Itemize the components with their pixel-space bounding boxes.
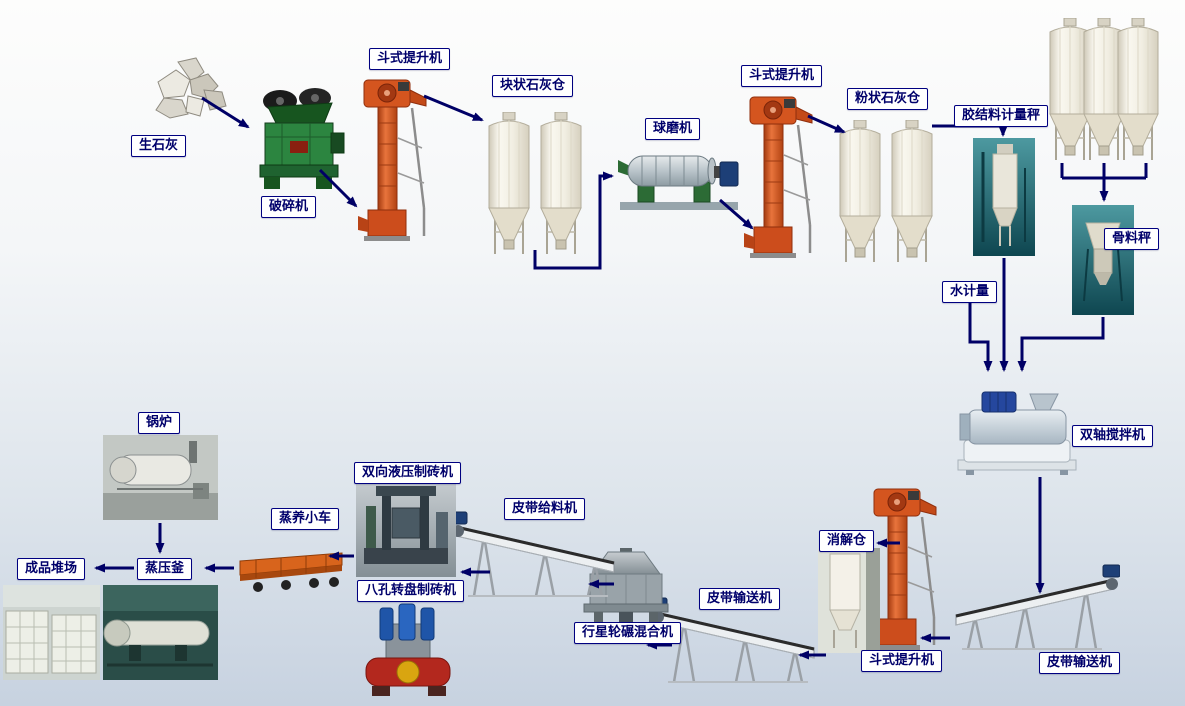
- flow-arrow: [968, 303, 993, 372]
- label-steam-cart: 蒸养小车: [271, 508, 340, 530]
- label-belt-conveyor-right: 皮带输送机: [1039, 652, 1121, 674]
- silo-icon: [1048, 18, 1160, 168]
- metering-scale-photo: [1072, 205, 1134, 315]
- autoclave-photo: [103, 585, 218, 680]
- silo-icon: [838, 120, 934, 270]
- belt-conveyor-icon: [950, 563, 1120, 653]
- label-powder-lime-silo: 粉状石灰仓: [847, 88, 929, 110]
- bucket-elevator-icon: [358, 78, 430, 243]
- jaw-crusher-icon: [252, 85, 347, 193]
- label-belt-conveyor-mid: 皮带输送机: [699, 588, 781, 610]
- label-product-yard: 成品堆场: [17, 558, 86, 580]
- brick-machine-photo: [356, 482, 456, 577]
- label-belt-feeder: 皮带给料机: [504, 498, 586, 520]
- label-rotary-brick-machine: 八孔转盘制砖机: [357, 580, 465, 602]
- label-bucket-elevator-1: 斗式提升机: [369, 48, 451, 70]
- label-twin-shaft-mixer: 双轴搅拌机: [1072, 425, 1154, 447]
- label-crusher: 破碎机: [261, 196, 317, 218]
- label-planetary-mixer: 行星轮碾混合机: [574, 622, 682, 644]
- label-bucket-elevator-2: 斗式提升机: [741, 65, 823, 87]
- digestion-silo-photo: [818, 548, 880, 653]
- bucket-elevator-icon: [744, 95, 816, 260]
- belt-conveyor-icon: [450, 510, 620, 600]
- steam-cart-icon: [236, 545, 346, 600]
- label-quicklime: 生石灰: [131, 135, 187, 157]
- ball-mill-icon: [618, 140, 740, 212]
- product-yard-photo: [3, 585, 100, 680]
- boiler-photo: [103, 435, 218, 520]
- label-bucket-elevator-3: 斗式提升机: [861, 650, 943, 672]
- twin-shaft-mixer-icon: [952, 380, 1082, 475]
- rotary-brick-machine-icon: [352, 602, 462, 702]
- label-aggregate-scale: 骨料秤: [1104, 228, 1160, 250]
- label-boiler: 锅炉: [138, 412, 181, 434]
- label-lump-lime-silo: 块状石灰仓: [492, 75, 574, 97]
- metering-scale-photo: [973, 138, 1035, 256]
- flow-arrow: [932, 124, 1008, 137]
- flow-arrow: [1017, 317, 1105, 372]
- label-digestion-silo: 消解仓: [819, 530, 875, 552]
- label-autoclave: 蒸压釜: [137, 558, 193, 580]
- label-water-meter: 水计量: [942, 281, 998, 303]
- silo-icon: [487, 112, 583, 262]
- label-binder-scale: 胶结料计量秤: [954, 105, 1049, 127]
- flow-arrow: [423, 94, 484, 122]
- label-ball-mill: 球磨机: [645, 118, 701, 140]
- label-hydraulic-brick-machine: 双向液压制砖机: [354, 462, 462, 484]
- quicklime-rocks-icon: [138, 52, 233, 127]
